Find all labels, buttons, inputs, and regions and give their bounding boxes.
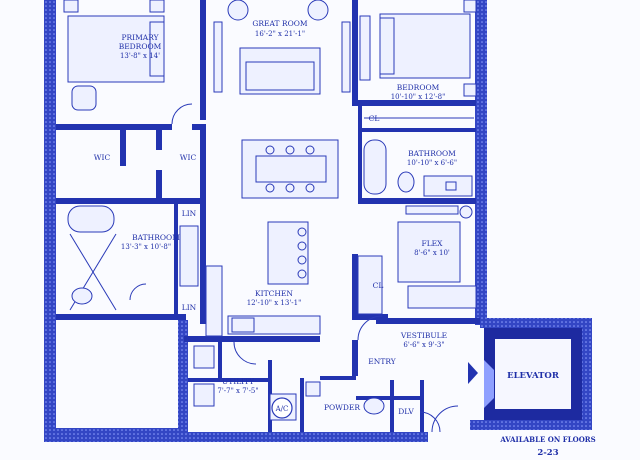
kitchen-dims: 12'-10" x 13'-1"	[247, 299, 302, 307]
primary-bedroom-label-2: BEDROOM	[119, 42, 162, 51]
great-room-dims: 16'-2" x 21'-1"	[255, 30, 305, 38]
primary-bedroom-label-1: PRIMARY	[121, 33, 159, 42]
linen-label-top: LIN	[182, 209, 197, 218]
primary-bathroom-dims: 13'-3" x 10'-8"	[121, 243, 171, 251]
chair-icon	[307, 0, 329, 21]
flex-dims: 8'-6" x 10'	[414, 249, 450, 257]
powder-label: POWDER	[324, 403, 360, 412]
flex-closet-label: CL	[373, 281, 384, 290]
furniture	[63, 0, 478, 433]
wic-label-left: WIC	[94, 153, 111, 162]
flex-label: FLEX	[422, 239, 444, 248]
linen-label-bottom: LIN	[182, 303, 197, 312]
availability-line-1: AVAILABLE ON FLOORS	[499, 435, 595, 444]
door-swing	[357, 315, 383, 341]
bedroom-dims: 10'-10" x 12'-8"	[391, 93, 446, 101]
toilet-icon	[71, 287, 93, 305]
elevator: ELEVATOR	[484, 328, 582, 420]
door-swing	[233, 341, 257, 365]
toilet-icon	[397, 171, 415, 193]
ac-unit: A/C	[271, 397, 293, 419]
dlv-label: DLV	[398, 407, 414, 416]
chair-icon	[227, 0, 249, 21]
utility-dims: 7'-7" x 7'-5"	[217, 387, 258, 395]
toilet-icon	[363, 397, 385, 415]
availability-note: AVAILABLE ON FLOORS 2-23	[499, 435, 595, 458]
bathroom-label: BATHROOM	[408, 149, 456, 158]
ac-label: A/C	[275, 405, 289, 413]
kitchen-label: KITCHEN	[255, 289, 293, 298]
door-swing	[419, 411, 441, 433]
door-swing	[431, 405, 459, 433]
bathtub-icon	[363, 139, 387, 195]
bathtub-icon	[67, 205, 115, 233]
utility-label: UTILITY	[222, 377, 255, 386]
wic-label-right: WIC	[180, 153, 197, 162]
vestibule-dims: 6'-6" x 9'-3"	[403, 341, 444, 349]
door-swing	[129, 283, 147, 301]
interior-walls	[56, 0, 480, 432]
primary-bathroom-label: BATHROOM	[132, 233, 180, 242]
armchair-icon	[71, 85, 97, 111]
dryer-icon	[193, 383, 215, 407]
primary-bedroom-dims: 13'-8" x 14'	[120, 52, 160, 60]
entry-arrow-icon	[468, 362, 478, 384]
elevator-label: ELEVATOR	[507, 371, 560, 381]
bedroom-label: BEDROOM	[397, 83, 440, 92]
door-swing	[171, 103, 193, 125]
washer-icon	[193, 345, 215, 369]
bathroom-dims: 10'-10" x 6'-6"	[407, 159, 457, 167]
cooktop-icon	[231, 317, 255, 333]
vestibule-label: VESTIBULE	[400, 331, 447, 340]
availability-line-2: 2-23	[537, 448, 558, 458]
exterior-walls	[44, 0, 592, 442]
great-room-label: GREAT ROOM	[252, 19, 307, 28]
closet-label: CL	[369, 114, 380, 123]
dining-table	[255, 155, 327, 183]
entry-label: ENTRY	[368, 357, 396, 366]
room-labels: GREAT ROOM 16'-2" x 21'-1" PRIMARY BEDRO…	[94, 19, 457, 419]
